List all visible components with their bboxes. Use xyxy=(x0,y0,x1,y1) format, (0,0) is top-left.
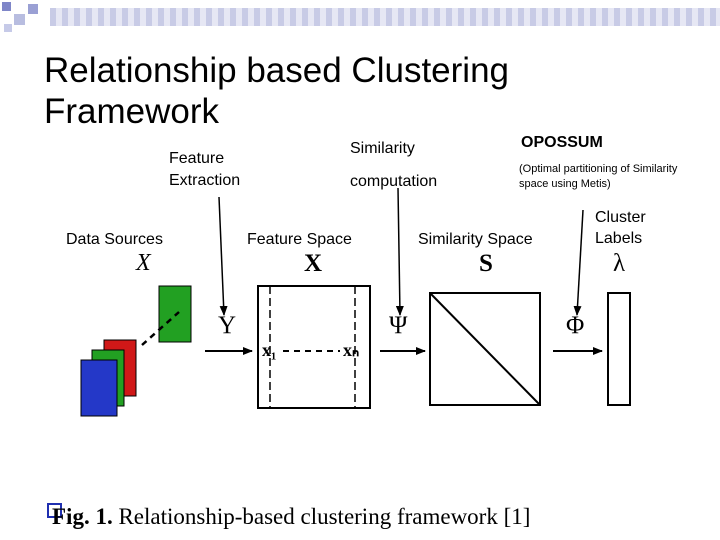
feature-matrix xyxy=(257,285,371,409)
symbol-x-italic: X xyxy=(136,250,151,276)
caption-prefix: Fig. 1. xyxy=(52,504,113,529)
symbol-psi: Ψ xyxy=(389,312,408,339)
header-rule xyxy=(50,8,720,26)
slide-title-line2: Framework xyxy=(44,92,220,131)
similarity-diagonal xyxy=(429,292,541,406)
symbol-x-bold: X xyxy=(304,250,323,277)
caption-text: Relationship-based clustering framework … xyxy=(118,504,531,529)
similarity-space-label: Similarity Space xyxy=(418,231,533,248)
pointer-similarity xyxy=(395,187,404,316)
symbol-lambda: λ xyxy=(613,250,626,277)
slide-title: Relationship based Clustering Framework xyxy=(44,50,509,132)
similarity-matrix xyxy=(429,292,541,406)
feature-extraction-label: Feature Extraction xyxy=(169,150,241,189)
symbol-phi: Φ xyxy=(566,312,585,339)
corner-decoration xyxy=(2,2,38,32)
pointer-opossum xyxy=(573,209,584,316)
figure-caption: Fig. 1. Relationship-based clustering fr… xyxy=(52,502,530,532)
cluster-label-vector xyxy=(607,292,631,406)
symbol-x1: x₁ xyxy=(262,340,277,360)
slide-title-line1: Relationship based Clustering xyxy=(44,51,509,90)
document-blue xyxy=(80,359,118,417)
similarity-label: Similarity xyxy=(350,140,415,157)
pointer-feature-extraction xyxy=(218,196,228,316)
opossum-note: (Optimal partitioning of Similarity spac… xyxy=(519,163,678,190)
computation-label: computation xyxy=(350,173,438,190)
data-sources-label: Data Sources xyxy=(66,231,163,248)
cluster-labels-label: Cluster Labels xyxy=(595,209,646,247)
bullet-square xyxy=(47,503,62,518)
symbol-s-bold: S xyxy=(479,250,493,277)
symbol-xn: xₙ xyxy=(343,340,360,360)
opossum-label: OPOSSUM xyxy=(521,134,603,151)
sample-dashed-line xyxy=(141,311,180,346)
symbol-upsilon: Υ xyxy=(218,312,237,339)
feature-space-label: Feature Space xyxy=(247,231,352,248)
